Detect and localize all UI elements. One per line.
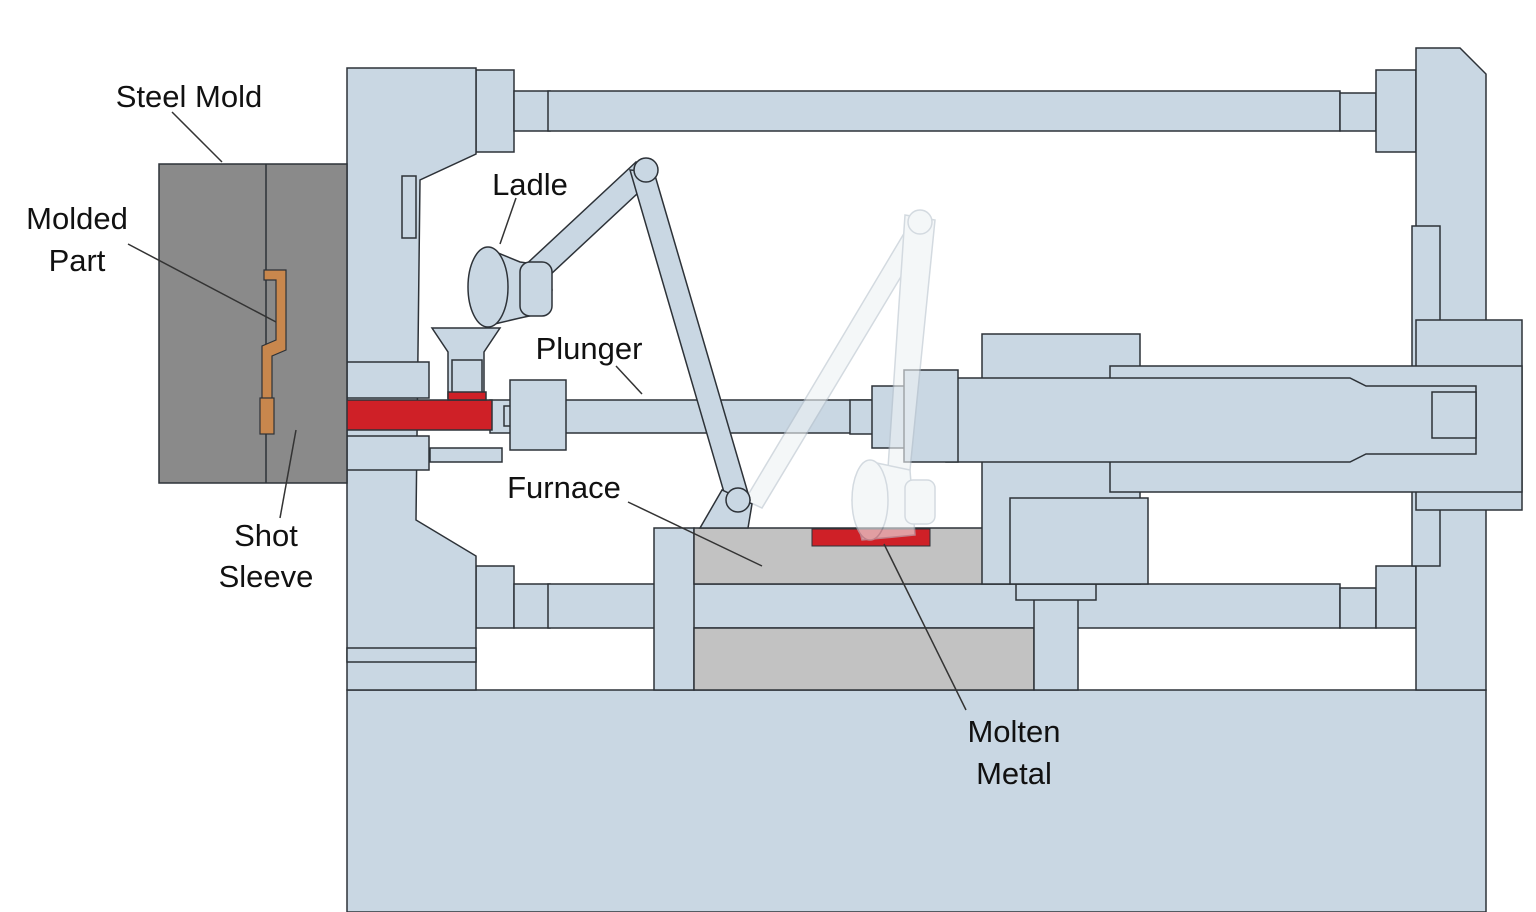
ladle-arm [518, 157, 753, 529]
leader-molded-part [127, 243, 277, 323]
ladle [467, 246, 553, 328]
label-shot-sleeve-line2: Sleeve [219, 559, 314, 594]
leader-plunger [615, 365, 643, 395]
upper-tie-bar [475, 69, 1417, 153]
steel-mold [158, 163, 348, 484]
leader-shot-sleeve [279, 429, 297, 519]
label-furnace: Furnace [507, 470, 621, 505]
label-ladle: Ladle [492, 167, 568, 202]
ladle-ghost [743, 209, 936, 541]
pour-funnel [430, 327, 502, 399]
labels: Steel Mold Molded Part Ladle Plunger Fur… [26, 79, 1060, 791]
furnace [653, 527, 1097, 691]
leader-molten-metal [883, 543, 967, 711]
label-molten-metal-line1: Molten [967, 714, 1060, 749]
leader-furnace [627, 501, 763, 567]
label-plunger: Plunger [536, 331, 643, 366]
label-shot-sleeve-line1: Shot [234, 518, 298, 553]
label-molten-metal-line2: Metal [976, 756, 1052, 791]
fixed-platen [346, 67, 503, 691]
leader-ladle [499, 197, 517, 245]
leader-lines [127, 111, 967, 711]
hydraulic-cylinder [919, 333, 1523, 585]
molded-part [259, 269, 287, 435]
machine-base [346, 689, 1487, 912]
label-molded-part-line2: Part [49, 243, 106, 278]
label-steel-mold: Steel Mold [116, 79, 262, 114]
label-molded-part-line1: Molded [26, 201, 128, 236]
leader-steel-mold [171, 111, 223, 163]
